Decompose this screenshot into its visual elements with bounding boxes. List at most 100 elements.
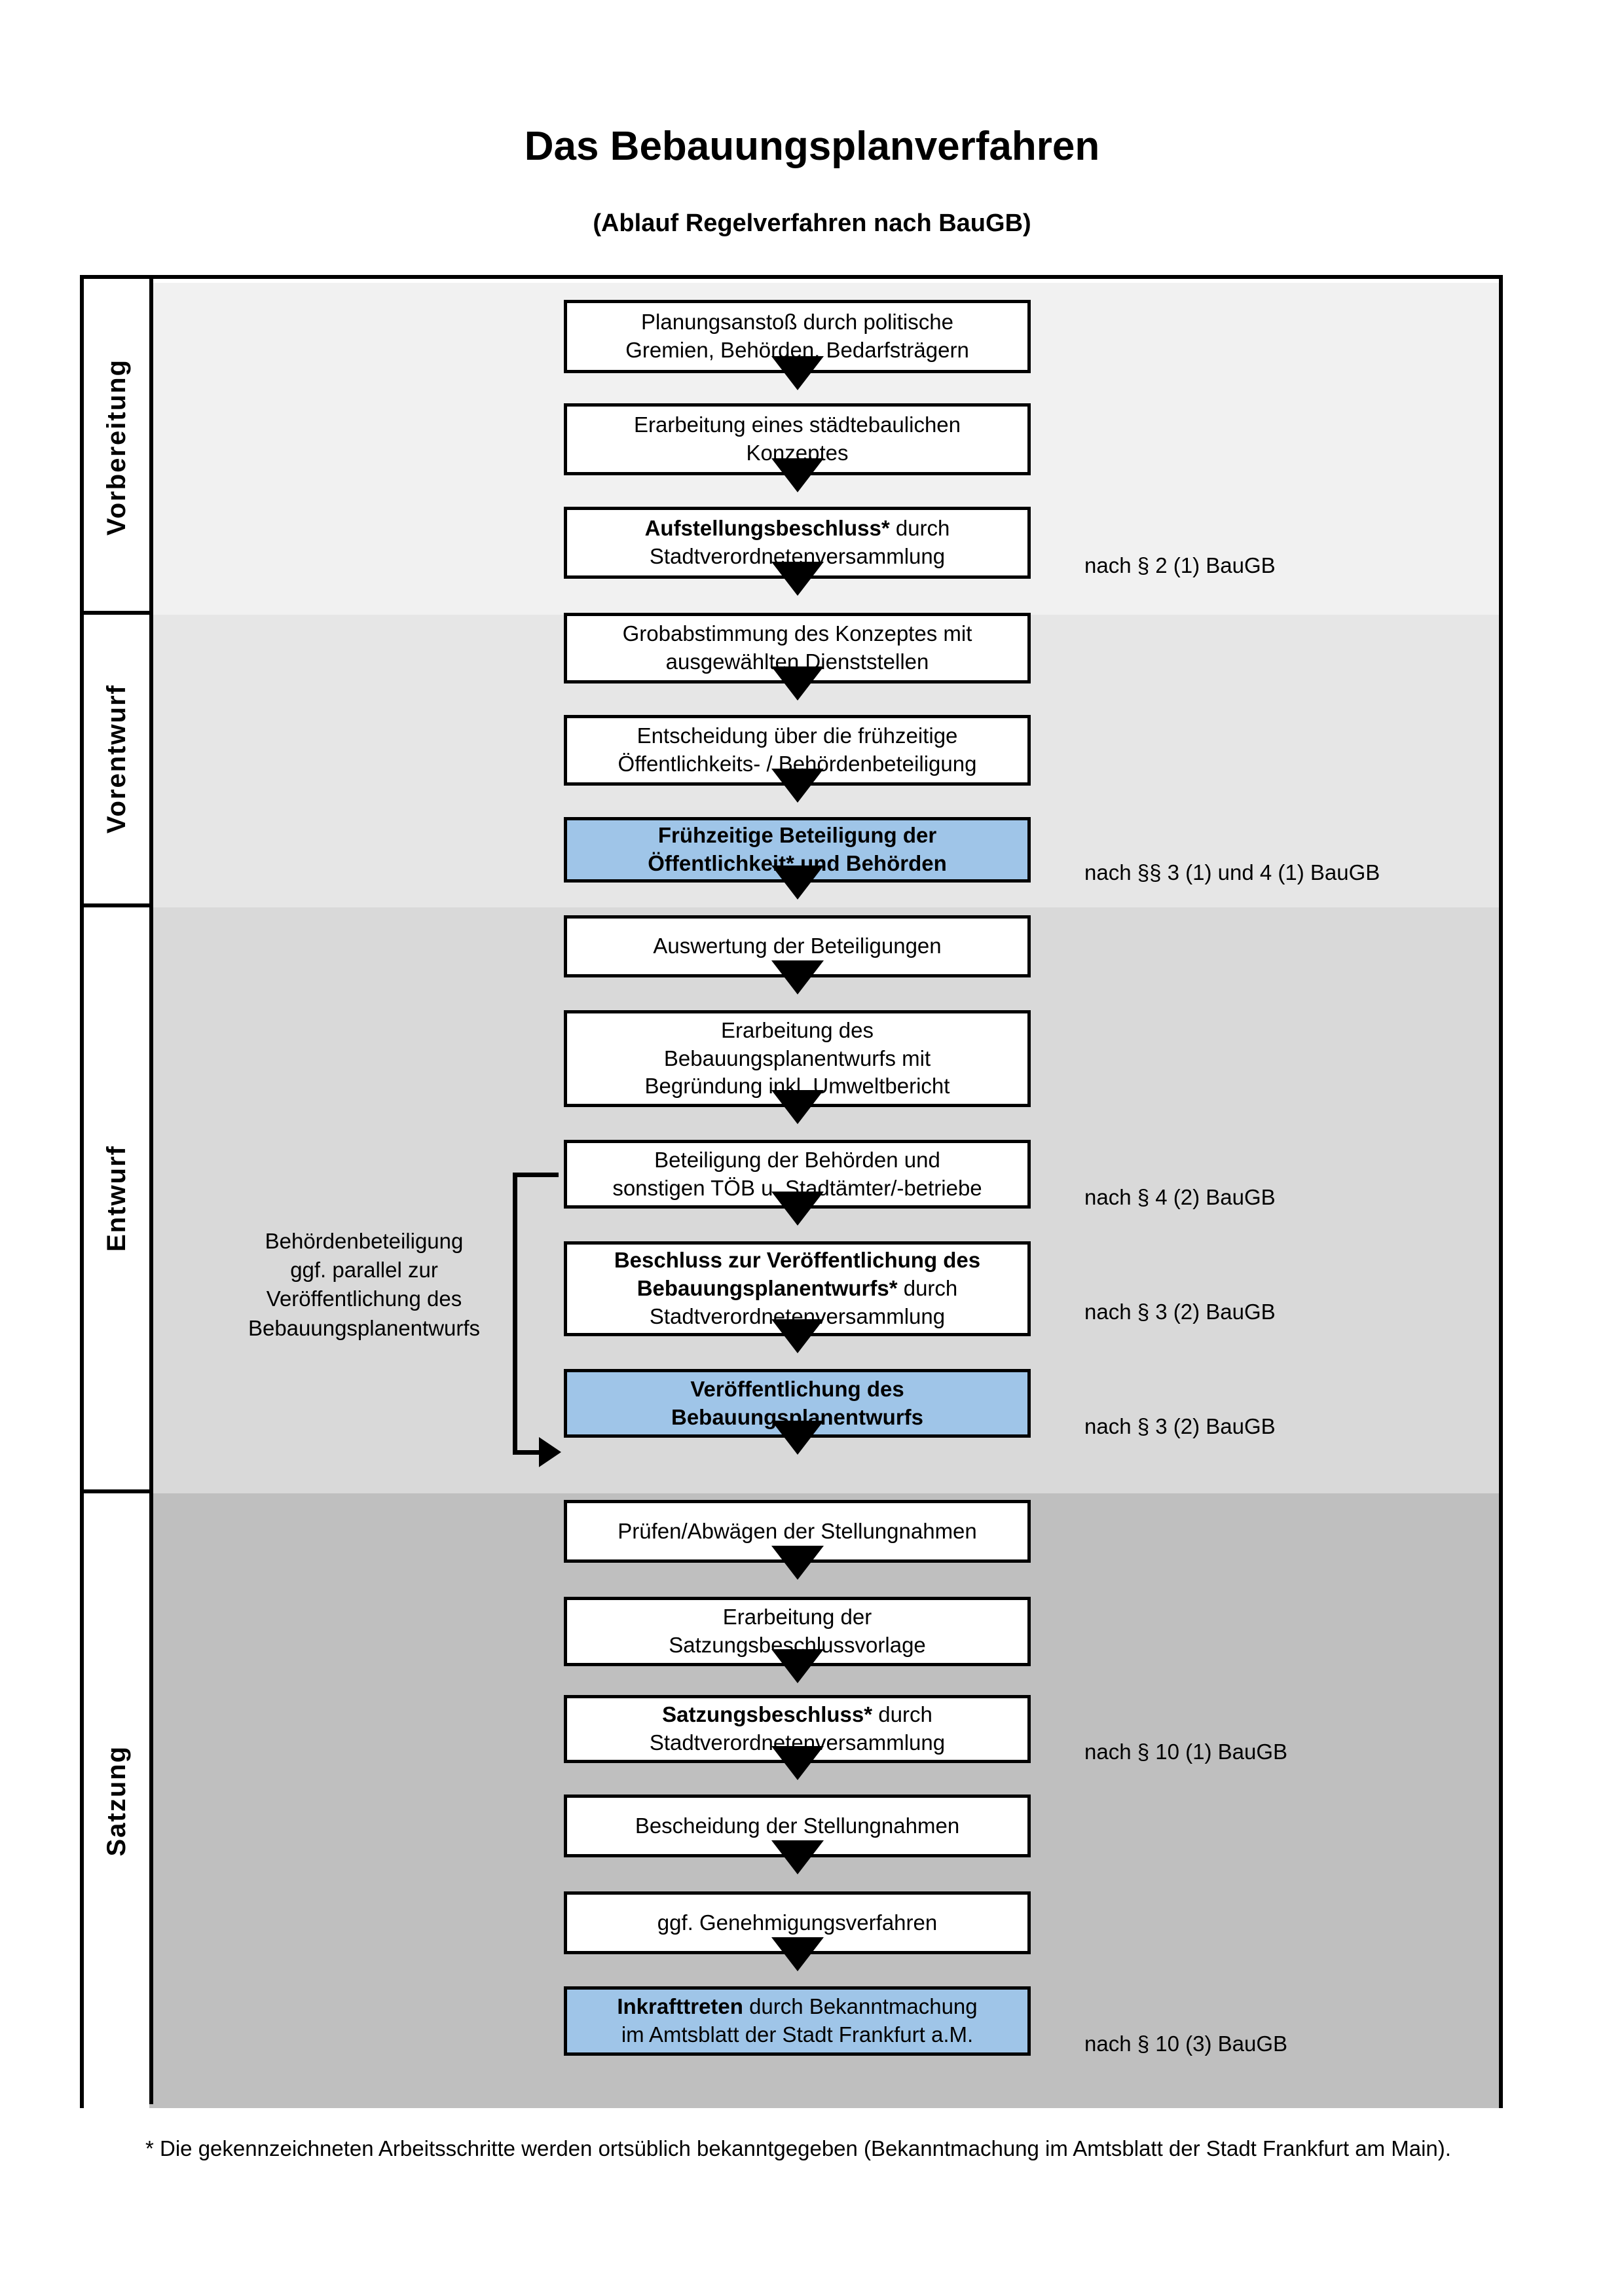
step-line-main: Satzungsbeschluss* (662, 1702, 873, 1727)
connector-bottom-segment (513, 1450, 539, 1455)
step-line-main: Inkrafttreten (617, 1994, 743, 2019)
step-line-suffix: durch (897, 1276, 958, 1301)
step-line: Auswertung der Beteiligungen (653, 932, 941, 960)
law-reference-note-par3-2-b: nach § 3 (2) BauGB (1084, 1413, 1276, 1438)
step-line-main: Bescheidung der Stellungnahmen (635, 1813, 960, 1838)
step-line-main: ggf. Genehmigungsverfahren (657, 1910, 938, 1935)
law-reference-note-par3-2-a: nach § 3 (2) BauGB (1084, 1299, 1276, 1324)
label-column-divider (149, 279, 153, 2104)
flow-arrow-down (771, 1090, 824, 1124)
step-line-main: Bebauungsplanentwurfs* (637, 1276, 898, 1301)
step-line: Inkrafttreten durch Bekanntmachung (617, 1993, 977, 2021)
flow-arrow-down (771, 562, 824, 596)
step-line: im Amtsblatt der Stadt Frankfurt a.M. (617, 2021, 977, 2049)
step-line: Veröffentlichung des (671, 1376, 923, 1404)
law-reference-note-par4-2: nach § 4 (2) BauGB (1084, 1184, 1276, 1209)
step-line: Erarbeitung eines städtebaulichen (634, 411, 961, 439)
step-line-main: Planungsanstoß durch politische (641, 310, 953, 335)
connector-vertical-segment (513, 1173, 517, 1455)
phase-label-vorbereitung: Vorbereitung (84, 283, 149, 615)
flow-arrow-down (771, 960, 824, 994)
process-step-text: Bescheidung der Stellungnahmen (635, 1812, 959, 1840)
flow-arrow-down (771, 1840, 824, 1874)
step-line-main: Entscheidung über die frühzeitige (637, 723, 958, 748)
phase-label-text: Entwurf (101, 1145, 131, 1252)
process-step-text: ggf. Genehmigungsverfahren (657, 1909, 937, 1937)
step-line: Bebauungsplanentwurfs mit (645, 1045, 950, 1073)
step-line: Planungsanstoß durch politische (625, 308, 969, 337)
step-line-suffix: durch Bekanntmachung (743, 1994, 978, 2019)
flow-arrow-down (771, 866, 824, 900)
connector-top-segment (513, 1173, 559, 1177)
step-line: Beschluss zur Veröffentlichung des (614, 1247, 980, 1275)
page-title: Das Bebauungsplanverfahren (524, 124, 1100, 169)
law-reference-note-par2: nach § 2 (1) BauGB (1084, 553, 1276, 577)
step-line-main: Erarbeitung eines städtebaulichen (633, 412, 961, 437)
flow-arrow-down (771, 1192, 824, 1226)
phase-label-vorentwurf: Vorentwurf (84, 615, 149, 907)
connector-arrowhead-icon (539, 1437, 561, 1467)
step-line: Grobabstimmung des Konzeptes mit (623, 620, 972, 648)
step-line: Erarbeitung des (645, 1017, 950, 1045)
step-line: Bebauungsplanentwurfs* durch (614, 1275, 980, 1303)
step-line-suffix: durch (872, 1702, 932, 1727)
side-note-line: Bebauungsplanentwurfs (248, 1315, 481, 1340)
process-step-text: Auswertung der Beteiligungen (653, 932, 941, 960)
step-line: ggf. Genehmigungsverfahren (657, 1909, 937, 1937)
flow-arrow-down (771, 1546, 824, 1580)
phase-label-satzung: Satzung (84, 1493, 149, 2108)
side-note-line: Veröffentlichung des (266, 1286, 462, 1311)
phase-label-text: Vorentwurf (101, 684, 131, 834)
flow-arrow-down (771, 1649, 824, 1683)
flow-arrow-down (771, 356, 824, 390)
step-line-main: Erarbeitung des (721, 1017, 874, 1042)
step-line: Prüfen/Abwägen der Stellungnahmen (618, 1518, 977, 1546)
flow-arrow-down (771, 1319, 824, 1353)
law-reference-note-par10-1: nach § 10 (1) BauGB (1084, 1740, 1288, 1764)
step-line: Bescheidung der Stellungnahmen (635, 1812, 959, 1840)
step-line: Beteiligung der Behörden und (612, 1146, 982, 1175)
step-line: Erarbeitung der (669, 1603, 926, 1631)
step-line: Frühzeitige Beteiligung der (648, 822, 947, 850)
step-line-main: Aufstellungsbeschluss* (644, 516, 890, 541)
flow-arrow-down (771, 1937, 824, 1971)
flow-arrow-down (771, 458, 824, 492)
step-line-main: im Amtsblatt der Stadt Frankfurt a.M. (621, 2022, 974, 2047)
step-line: Aufstellungsbeschluss* durch (645, 515, 950, 543)
flow-arrow-down (771, 769, 824, 803)
phase-label-entwurf: Entwurf (84, 907, 149, 1493)
step-line-main: Beteiligung der Behörden und (654, 1147, 940, 1172)
step-line-main: Frühzeitige Beteiligung der (657, 823, 937, 848)
step-line: Entscheidung über die frühzeitige (618, 722, 977, 750)
step-line-main: Erarbeitung der (722, 1605, 872, 1630)
flow-arrow-down (771, 666, 824, 701)
process-step-text: Prüfen/Abwägen der Stellungnahmen (618, 1518, 977, 1546)
step-line-main: Veröffentlichung des (690, 1376, 904, 1401)
page-subtitle: (Ablauf Regelverfahren nach BauGB) (593, 210, 1031, 237)
step-line-main: Auswertung der Beteiligungen (653, 934, 942, 958)
phase-label-text: Satzung (101, 1745, 131, 1857)
step-line-main: Grobabstimmung des Konzeptes mit (622, 621, 972, 646)
side-note-line: ggf. parallel zur (290, 1258, 438, 1283)
footnote: * Die gekennzeichneten Arbeitsschritte w… (145, 2136, 1451, 2160)
law-reference-note-par10-3: nach § 10 (3) BauGB (1084, 2032, 1288, 2056)
flow-arrow-down (771, 1746, 824, 1780)
law-reference-note-par3-1-4-1: nach §§ 3 (1) und 4 (1) BauGB (1084, 860, 1380, 884)
step-line: Satzungsbeschluss* durch (650, 1701, 945, 1729)
step-line-main: Bebauungsplanentwurfs mit (663, 1046, 931, 1070)
flow-arrow-down (771, 1421, 824, 1455)
